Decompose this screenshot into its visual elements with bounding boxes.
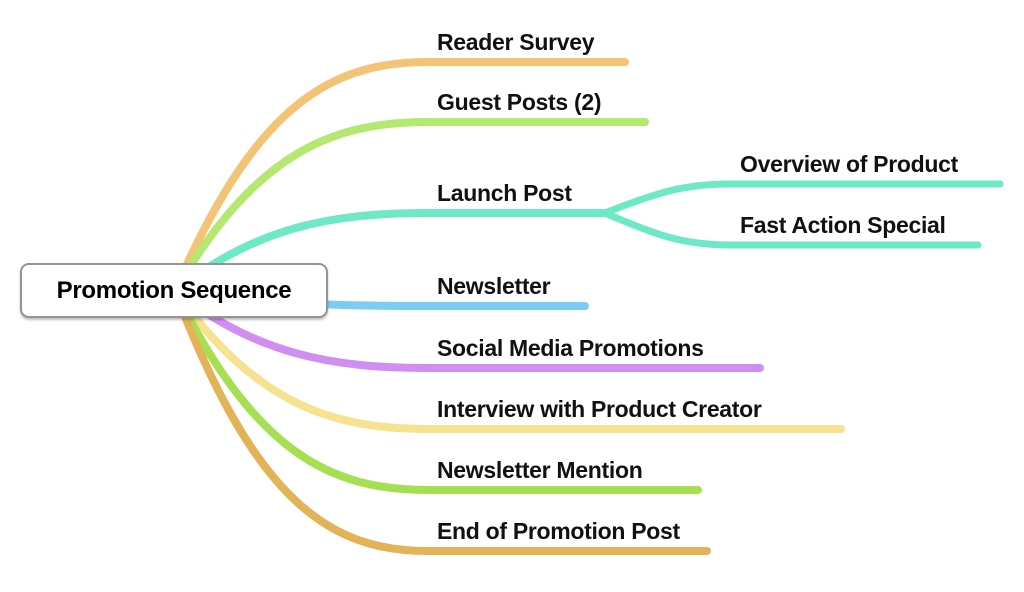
branch-label-newsletter-mention[interactable]: Newsletter Mention [437, 457, 643, 483]
branch-curve-fast-action-special [601, 209, 982, 249]
branch-label-reader-survey[interactable]: Reader Survey [437, 29, 595, 55]
branch-label-end-of-promotion-post[interactable]: End of Promotion Post [437, 518, 680, 544]
central-node-label: Promotion Sequence [56, 276, 292, 304]
branch-curve-reader-survey [171, 58, 629, 295]
branch-label-newsletter[interactable]: Newsletter [437, 273, 551, 299]
branch-label-launch-post[interactable]: Launch Post [437, 180, 572, 206]
branch-label-social-media-promotions[interactable]: Social Media Promotions [437, 335, 704, 361]
branch-curve-newsletter-mention [171, 287, 702, 494]
branch-curve-overview-of-product [601, 180, 1004, 217]
branch-curve-guest-posts [171, 118, 649, 295]
central-node[interactable]: Promotion Sequence [20, 263, 328, 318]
branch-curve-interview-with-product-creator [171, 287, 845, 433]
branch-label-overview-of-product[interactable]: Overview of Product [740, 151, 958, 177]
branch-curve-end-of-promotion-post [171, 287, 711, 555]
branch-label-guest-posts[interactable]: Guest Posts (2) [437, 89, 602, 115]
branch-label-interview-with-product-creator[interactable]: Interview with Product Creator [437, 396, 762, 422]
branch-label-fast-action-special[interactable]: Fast Action Special [740, 212, 946, 238]
